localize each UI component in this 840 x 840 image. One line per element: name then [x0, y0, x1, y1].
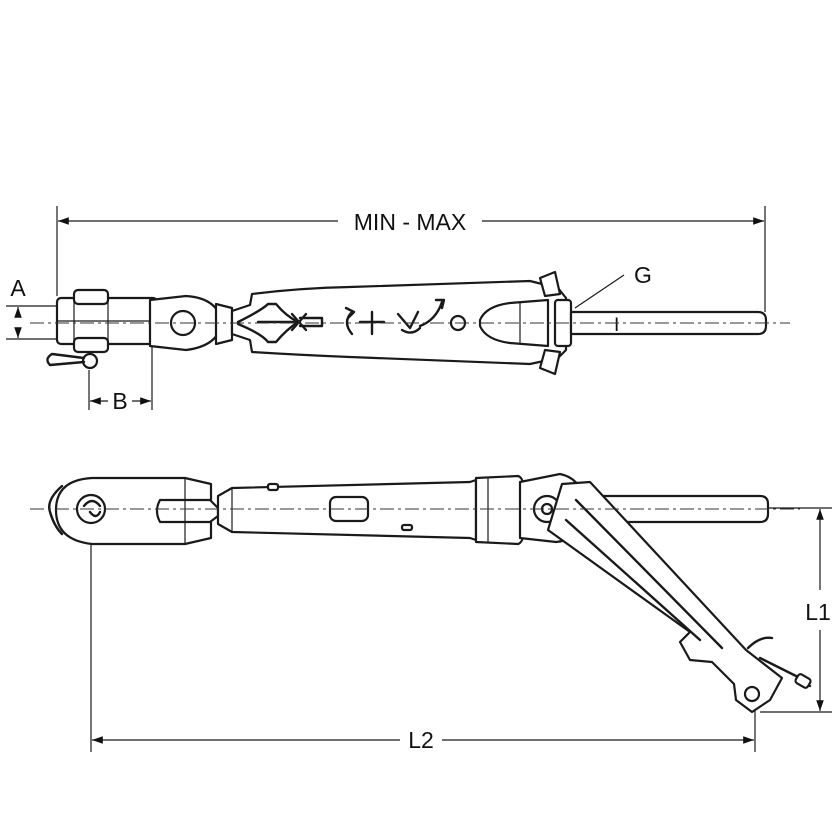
toggle-fork — [55, 288, 159, 354]
g-label: G — [634, 262, 652, 288]
angled-lever — [546, 480, 812, 714]
threaded-rod-top: I — [569, 310, 768, 336]
l2-label: L2 — [408, 727, 434, 753]
dimension-g: G — [574, 262, 652, 309]
b-label: B — [112, 388, 127, 414]
side-view: L1 L2 — [30, 472, 832, 753]
eye-end-side — [48, 476, 220, 546]
top-view: MIN - MAX A B G — [6, 206, 790, 414]
rod-mark: I — [614, 315, 619, 336]
cotter-pin — [46, 352, 99, 370]
turnbuckle-body-side — [216, 474, 528, 546]
a-label: A — [10, 275, 26, 301]
dimension-l1: L1 — [760, 507, 832, 713]
l1-label: L1 — [805, 599, 831, 625]
min-max-label: MIN - MAX — [354, 209, 466, 235]
dimension-min-max: MIN - MAX — [56, 206, 766, 312]
